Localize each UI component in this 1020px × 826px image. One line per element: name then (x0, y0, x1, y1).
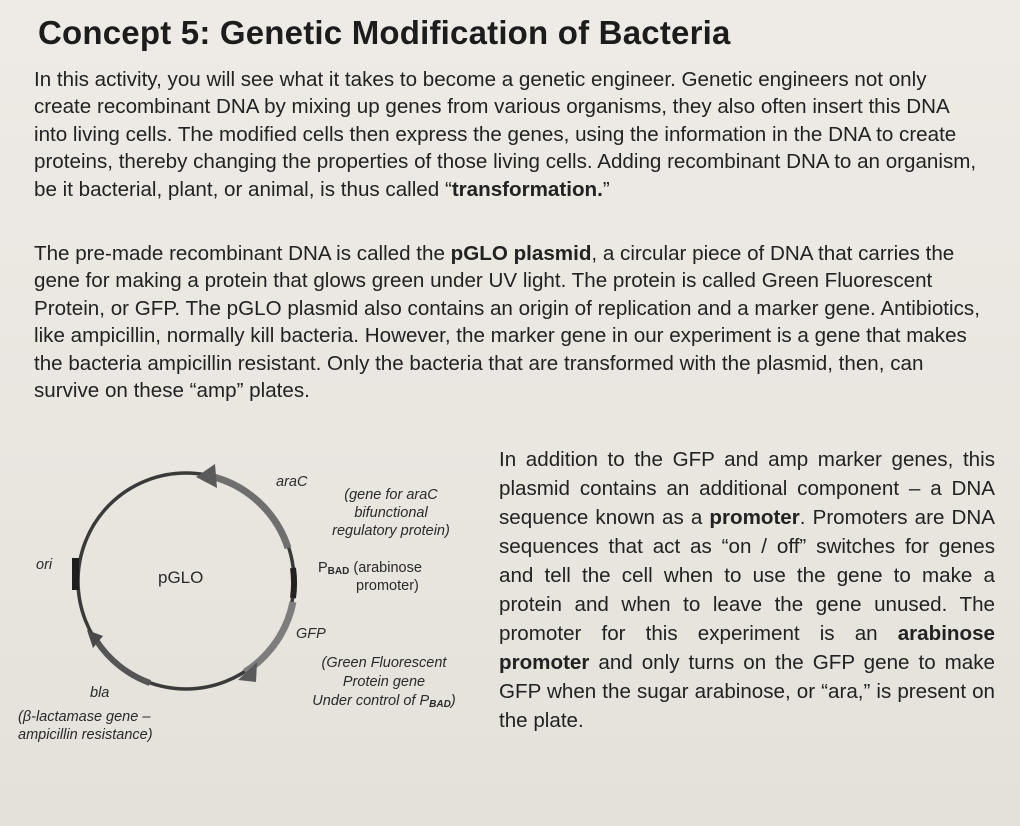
pbad-desc-2: promoter) (356, 578, 419, 594)
plasmid-diagram: pGLO ori araC (gene for araC bifunctiona… (0, 440, 500, 760)
arac-desc-line-1: (gene for araC (344, 487, 438, 503)
ori-marker (72, 558, 79, 590)
pbad-desc-1: (arabinose (349, 560, 422, 576)
paragraph-1-end: ” (602, 177, 610, 201)
gfp-desc-line-1: (Green Fluorescent (321, 655, 447, 671)
paragraph-2-text-b: , a circular piece of DNA that carries t… (34, 242, 980, 403)
bla-label: bla (90, 685, 110, 701)
arac-desc-line-2: bifunctional (354, 505, 428, 521)
pbad-subscript: BAD (327, 566, 350, 577)
paragraph-3-text-a: In addition to the GFP and amp marker ge… (499, 448, 995, 529)
paragraph-2-text-a: The pre-made recombinant DNA is called t… (34, 242, 451, 265)
paragraph-1-text: In this activity, you will see what it t… (34, 68, 977, 201)
paragraph-pglo: The pre-made recombinant DNA is called t… (34, 240, 984, 404)
bla-desc-line-1: (β-lactamase gene – (18, 709, 151, 725)
gfp-desc-3-text: Under control of P (312, 693, 430, 709)
term-pglo-plasmid: pGLO plasmid (450, 242, 592, 265)
paragraph-3-text-b: . Promoters are DNA sequences that act a… (499, 506, 995, 645)
pbad-p: P (318, 560, 328, 576)
arac-desc-line-3: regulatory protein) (332, 523, 450, 539)
paragraph-3-text-c: and only turns on the GFP gene to make G… (499, 651, 995, 732)
bla-desc-line-2: ampicillin resistance) (18, 727, 153, 743)
paragraph-transformation: In this activity, you will see what it t… (34, 66, 984, 203)
page-title: Concept 5: Genetic Modification of Bacte… (38, 14, 731, 51)
gfp-desc-line-3: Under control of PBAD) (286, 692, 482, 714)
paragraph-promoter: In addition to the GFP and amp marker ge… (499, 445, 995, 735)
term-transformation: transformation. (451, 177, 603, 201)
gfp-description: (Green Fluorescent Protein gene Under co… (286, 654, 482, 714)
arac-arrowhead (196, 464, 217, 488)
gfp-desc-line-2: Protein gene (342, 674, 426, 690)
plasmid-name-label: pGLO (158, 568, 204, 587)
arac-label: araC (276, 474, 308, 490)
pbad-promoter-segment (290, 567, 298, 599)
term-promoter: promoter (709, 506, 800, 529)
ori-label: ori (36, 557, 53, 573)
gfp-arrowhead (238, 662, 257, 682)
gfp-desc-3-end: ) (450, 693, 456, 709)
gfp-desc-3-sub: BAD (429, 699, 451, 710)
pbad-label: PBAD (arabinose (318, 558, 422, 582)
bla-gene-segment (93, 638, 152, 686)
plasmid-map (72, 464, 298, 691)
term-arabinose-promoter: arabinose promoter (499, 622, 995, 674)
bla-arrowhead (87, 630, 103, 648)
arac-description: (gene for araC bifunctional regulatory p… (316, 486, 466, 540)
bla-description: (β-lactamase gene – ampicillin resistanc… (18, 708, 153, 744)
arac-gene-segment (209, 472, 292, 550)
gfp-label: GFP (296, 626, 326, 642)
